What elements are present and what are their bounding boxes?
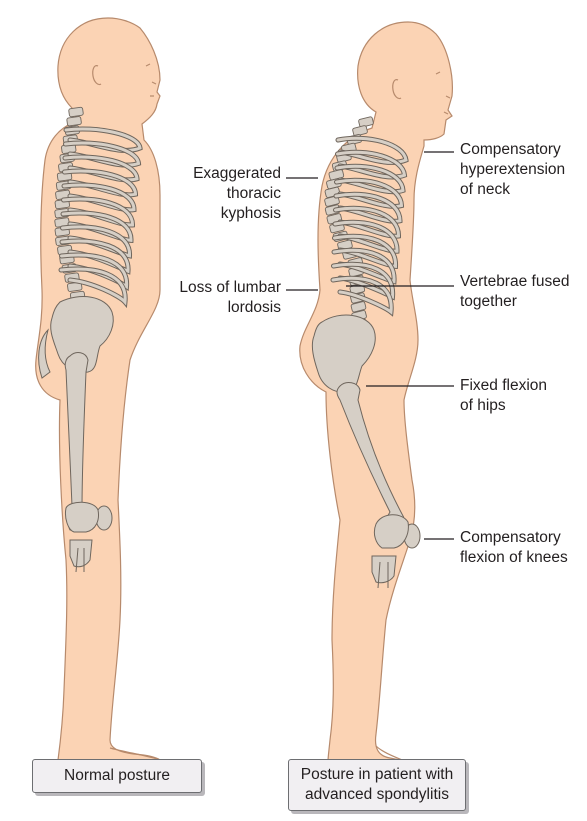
label-knees: Compensatory flexion of knees	[460, 528, 568, 568]
label-thoracic-kyphosis-line-3: kyphosis	[193, 204, 281, 224]
label-vertebrae-line-2: together	[460, 292, 569, 312]
label-neck-line-2: hyperextension	[460, 160, 565, 180]
label-vertebrae: Vertebrae fused together	[460, 272, 569, 312]
normal-knee-joint	[65, 502, 98, 532]
caption-normal-posture: Normal posture	[32, 759, 202, 793]
label-lumbar-lordosis: Loss of lumbar lordosis	[179, 278, 281, 318]
label-lumbar-lordosis-line-1: Loss of lumbar	[179, 278, 281, 298]
label-hips-line-2: of hips	[460, 396, 547, 416]
normal-vertebra	[69, 107, 84, 117]
label-vertebrae-line-1: Vertebrae fused	[460, 272, 569, 292]
label-hips-line-1: Fixed flexion	[460, 376, 547, 396]
caption-patient-posture-line-1: Posture in patient with	[289, 765, 465, 785]
patient-posture-figure	[300, 22, 453, 779]
normal-posture-figure	[36, 18, 160, 778]
label-thoracic-kyphosis-line-2: thoracic	[193, 184, 281, 204]
label-knees-line-1: Compensatory	[460, 528, 568, 548]
label-lumbar-lordosis-line-2: lordosis	[179, 298, 281, 318]
patient-body-silhouette	[300, 22, 453, 779]
caption-patient-posture: Posture in patient with advanced spondyl…	[288, 759, 466, 811]
normal-vertebra	[67, 116, 82, 126]
label-neck-line-1: Compensatory	[460, 140, 565, 160]
label-thoracic-kyphosis: Exaggerated thoracic kyphosis	[193, 164, 281, 224]
label-hips: Fixed flexion of hips	[460, 376, 547, 416]
label-thoracic-kyphosis-line-1: Exaggerated	[193, 164, 281, 184]
caption-patient-posture-line-2: advanced spondylitis	[289, 785, 465, 805]
label-knees-line-2: flexion of knees	[460, 548, 568, 568]
label-neck: Compensatory hyperextension of neck	[460, 140, 565, 200]
label-neck-line-3: of neck	[460, 180, 565, 200]
caption-normal-posture-text: Normal posture	[33, 766, 201, 786]
